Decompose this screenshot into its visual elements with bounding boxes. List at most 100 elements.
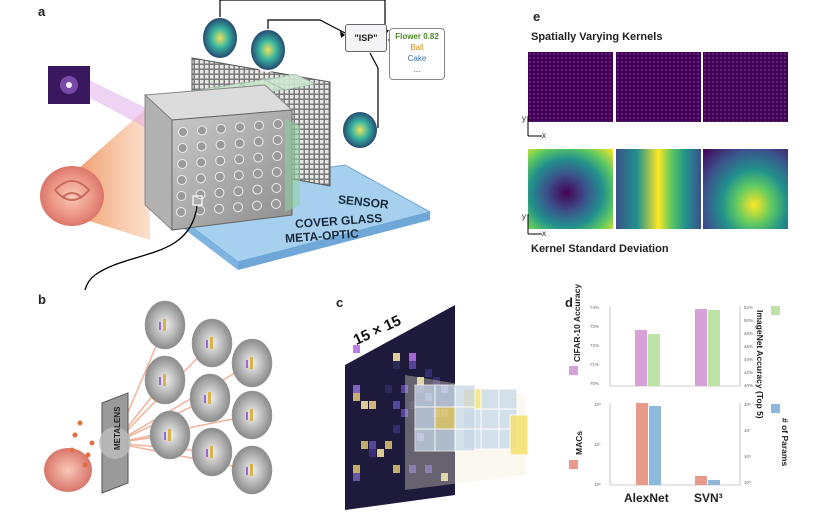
psf-spot (250, 464, 253, 476)
kernel-cell (401, 409, 408, 417)
tick-label: 10⁷ (594, 442, 601, 447)
kernel-cell (409, 401, 416, 409)
meta-atom (252, 184, 263, 195)
kernel-cell (433, 377, 440, 385)
tick-label: 50% (744, 318, 753, 323)
meta-atom (252, 200, 262, 211)
small-kernel-cell (434, 428, 456, 452)
meta-atom (234, 138, 245, 149)
kernel-output-strip (509, 414, 529, 456)
meta-atom (197, 125, 207, 136)
meta-atom (195, 189, 206, 200)
bar-alexnet-macs (636, 403, 648, 485)
bar-alexnet-imagenet (648, 334, 660, 386)
small-kernel-cell (434, 384, 456, 408)
meta-atom (214, 187, 225, 198)
small-kernel-cell (454, 384, 476, 408)
psf-spot (164, 432, 166, 440)
kernel-cell (441, 473, 448, 481)
tick-label: 74% (590, 305, 599, 310)
psf-spot (250, 357, 253, 369)
meta-atom (176, 207, 186, 217)
legend-imagenet (771, 306, 780, 315)
meta-atom (233, 170, 244, 181)
output-item-cake: Cake (407, 54, 427, 63)
kernel-cell (417, 377, 424, 385)
small-kernel-cell (498, 388, 518, 410)
rose-object (40, 166, 104, 226)
macs-axis-label: MACs (574, 430, 584, 455)
params-axis-label: # of Params (780, 418, 790, 467)
meta-atom (215, 155, 226, 166)
tick-label: 42% (744, 370, 753, 375)
psf-spot (206, 340, 208, 348)
panel-label-d: d (565, 295, 573, 310)
kernel-cell (377, 449, 384, 457)
category-alexnet: AlexNet (624, 491, 669, 505)
kernel-cell (361, 441, 368, 449)
meta-atom (254, 120, 264, 131)
bar-alexnet-cifar (635, 330, 647, 386)
meta-atom (271, 199, 281, 209)
small-kernel-cell (414, 406, 436, 430)
small-kernel-cell (454, 406, 476, 430)
output-item-ball: Ball (410, 43, 424, 52)
small-kernel-cell (414, 384, 436, 408)
optical-system-diagram (40, 0, 432, 290)
kernel-map-3 (703, 52, 788, 122)
tick-label: 72% (590, 343, 599, 348)
kernel-cell (409, 465, 416, 473)
meta-atom (233, 186, 244, 197)
psf-samples (201, 16, 379, 150)
legend-cifar (569, 366, 578, 375)
meta-atom (272, 135, 283, 145)
tick-label: 73% (590, 324, 599, 329)
meta-atom (214, 203, 224, 214)
kernel-cell (353, 345, 360, 353)
bar-svn3-imagenet (708, 310, 720, 386)
meta-atom (233, 202, 243, 213)
meta-atom (215, 139, 226, 150)
kernel-cell (393, 425, 400, 433)
small-kernel-cell (480, 408, 500, 430)
meta-atom (178, 127, 188, 137)
small-kernel-cell (434, 406, 456, 430)
meta-atom (195, 205, 205, 216)
axis-x-label-bottom: x (542, 229, 546, 238)
psf-spot (163, 319, 166, 331)
psf-spot (159, 377, 161, 385)
meta-atom (196, 141, 207, 152)
psf-spot (206, 449, 208, 457)
tick-label: 10⁸ (744, 402, 751, 407)
psf-spot (210, 337, 213, 349)
meta-atom (176, 191, 187, 201)
metalens-diagram (44, 300, 273, 495)
psf-spot (246, 412, 248, 420)
kernel-cell (393, 465, 400, 473)
meta-atom (196, 157, 207, 168)
meta-atom (216, 123, 226, 134)
psf-spot (210, 446, 213, 458)
meta-atom (272, 151, 283, 161)
panel-label-e: e (533, 9, 541, 24)
axis-x-label-top: x (542, 131, 546, 140)
meta-atom (177, 159, 188, 169)
meta-atom (273, 119, 283, 129)
bar-svn3-params (708, 480, 720, 485)
kernel-cell (409, 361, 416, 369)
performance-bar-charts: 74%73%72%71%70%52%50%48%46%44%42%40%10⁸1… (590, 305, 753, 487)
std-map-1 (528, 149, 613, 229)
bar-svn3-macs (695, 476, 707, 485)
kernel-cell (401, 385, 408, 393)
imagenet-axis-label: ImageNet Accuracy (Top 5) (755, 310, 765, 419)
kernel-cell (369, 441, 376, 449)
legend-params (771, 404, 780, 413)
meta-atom (253, 136, 264, 147)
tick-label: 46% (744, 344, 753, 349)
axis-y-label-top: y (522, 114, 526, 123)
output-item-ellipsis: ... (413, 65, 421, 74)
tick-label: 48% (744, 331, 753, 336)
classification-output-box: Flower 0.82 Ball Cake ... (389, 28, 445, 80)
small-kernel-cell (480, 388, 500, 410)
kernel-cell (353, 465, 360, 473)
